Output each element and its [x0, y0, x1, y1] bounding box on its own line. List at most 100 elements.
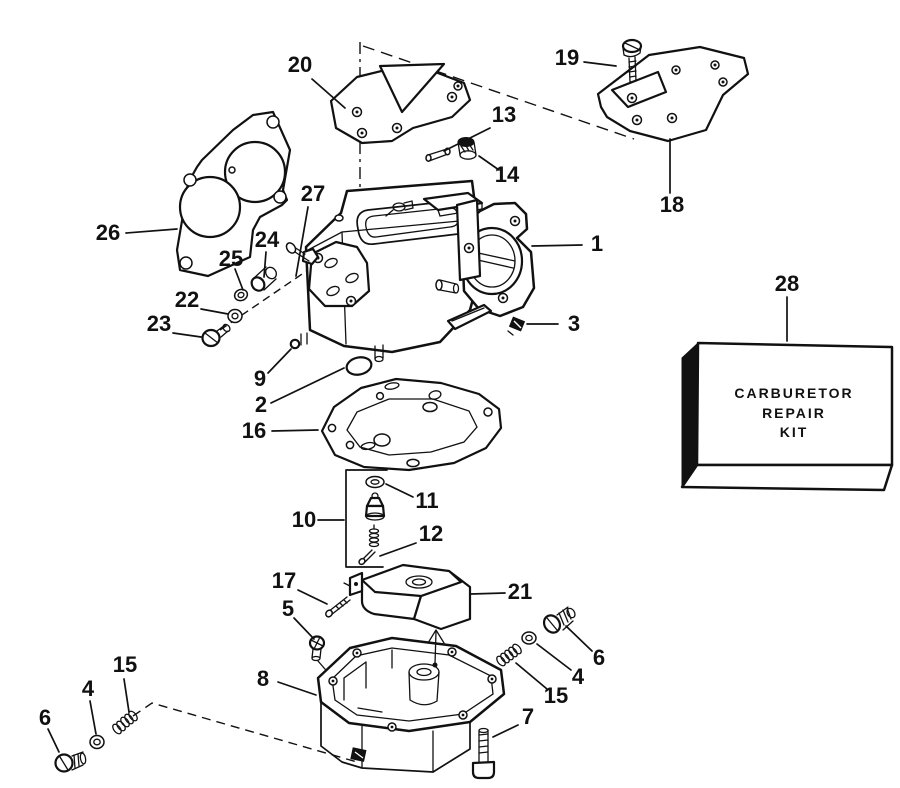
- leader-4-right: [536, 643, 572, 671]
- plug-part-6-left: [54, 751, 87, 773]
- kit-box-lip: [680, 463, 894, 492]
- leader-1: [531, 244, 583, 247]
- callout-3: 3: [568, 311, 580, 336]
- mounting-plate-part-18: [596, 45, 750, 143]
- gasket-26-holes: [179, 115, 287, 270]
- spring-part-15-left: [112, 710, 138, 735]
- leader-4-left: [89, 700, 97, 735]
- leader-5: [293, 617, 315, 640]
- callout-24: 24: [255, 227, 280, 252]
- clip-part: [358, 549, 376, 566]
- screw-part-19: [621, 38, 643, 83]
- callout-16: 16: [242, 418, 266, 443]
- callout-18: 18: [660, 192, 684, 217]
- callout-8: 8: [257, 666, 269, 691]
- leader-12: [379, 542, 417, 557]
- plate-18-holes: [626, 60, 728, 126]
- pump-cover-plate: [307, 240, 371, 308]
- callout-15-right: 15: [544, 683, 568, 708]
- leader-8: [277, 681, 317, 696]
- leader-17: [297, 589, 328, 605]
- drain-plug: [350, 747, 367, 762]
- shaft-part-27: [285, 242, 320, 266]
- callout-27: 27: [301, 181, 325, 206]
- leader-27: [295, 206, 309, 277]
- mounting-boss: [455, 198, 482, 282]
- intake-gasket-part-26: [175, 110, 292, 278]
- plug-part-14: [457, 137, 477, 160]
- callout-19: 19: [555, 45, 579, 70]
- float-bowl-part-8: [316, 629, 506, 773]
- callout-1: 1: [591, 231, 603, 256]
- leader-15-left: [123, 678, 130, 713]
- needle-part: [364, 492, 386, 521]
- plug-part-6-right: [542, 606, 576, 634]
- plate-20-notch: [378, 62, 446, 114]
- callout-14: 14: [495, 162, 520, 187]
- plate-20-holes: [351, 81, 463, 139]
- leader-23: [172, 332, 202, 338]
- leader-7: [492, 724, 519, 738]
- needle-valve-group-part-10: [345, 469, 388, 568]
- hinge-pin-part-17: [325, 596, 351, 618]
- callout-22: 22: [175, 287, 199, 312]
- screw-part-23: [201, 323, 231, 348]
- leader-6-right: [565, 625, 593, 652]
- callout-6-left: 6: [39, 705, 51, 730]
- leader-6-left: [47, 728, 60, 753]
- kit-box-front: [695, 341, 894, 467]
- leader-13: [443, 127, 491, 152]
- kit-box-text-line3: KIT: [780, 424, 809, 440]
- gasket-16-holes: [327, 382, 493, 468]
- callout-6-right: 6: [593, 645, 605, 670]
- callout-2: 2: [255, 392, 267, 417]
- leader-15-right: [515, 662, 548, 690]
- kit-box-text-line2: REPAIR: [762, 405, 826, 421]
- plug-part-2: [345, 356, 373, 376]
- washer-part-4-right: [521, 631, 537, 645]
- needle-wire: [427, 629, 445, 668]
- washer-part-11: [365, 475, 385, 489]
- leader-20: [311, 78, 346, 109]
- spring-part-15-right: [496, 643, 522, 667]
- carburetor-body-part-1: [285, 179, 536, 363]
- ball-part-9: [289, 338, 301, 350]
- bracket-part-10: [345, 469, 388, 568]
- bolt-part-7: [471, 727, 496, 780]
- kit-box-text-line1: CARBURETOR: [734, 385, 853, 401]
- leader-2: [270, 367, 345, 404]
- nut-part-25: [233, 288, 249, 302]
- plate-18-notch: [610, 70, 668, 109]
- vent-slot: [446, 303, 493, 331]
- callout-7: 7: [522, 704, 534, 729]
- callout-5: 5: [282, 596, 294, 621]
- callout-21: 21: [508, 579, 532, 604]
- leader-19: [583, 61, 617, 67]
- leader-lines: [47, 61, 788, 753]
- callout-4-left: 4: [82, 676, 95, 701]
- callout-23: 23: [147, 311, 171, 336]
- callout-25: 25: [219, 246, 243, 271]
- callout-15-left: 15: [113, 652, 137, 677]
- callout-4-right: 4: [572, 664, 585, 689]
- washer-part-22: [227, 308, 243, 324]
- upper-plate-part-20: [329, 62, 472, 145]
- bowl-gasket-part-16: [320, 377, 503, 472]
- leader-21: [470, 592, 506, 595]
- callout-11: 11: [415, 488, 438, 513]
- repair-kit-box-part-28: CARBURETOR REPAIR KIT: [680, 341, 894, 492]
- leader-26: [125, 228, 178, 234]
- fuel-inlet-barbs: [435, 279, 460, 294]
- callout-28: 28: [775, 271, 799, 296]
- float-part-21: [343, 563, 472, 631]
- callout-13: 13: [492, 102, 516, 127]
- screw-part-3: [507, 316, 526, 336]
- plug-part-24: [250, 266, 277, 292]
- callout-9: 9: [254, 366, 266, 391]
- spring-part-12: [368, 524, 380, 548]
- callout-10: 10: [292, 507, 316, 532]
- leader-9: [267, 348, 292, 374]
- leader-14: [478, 155, 500, 171]
